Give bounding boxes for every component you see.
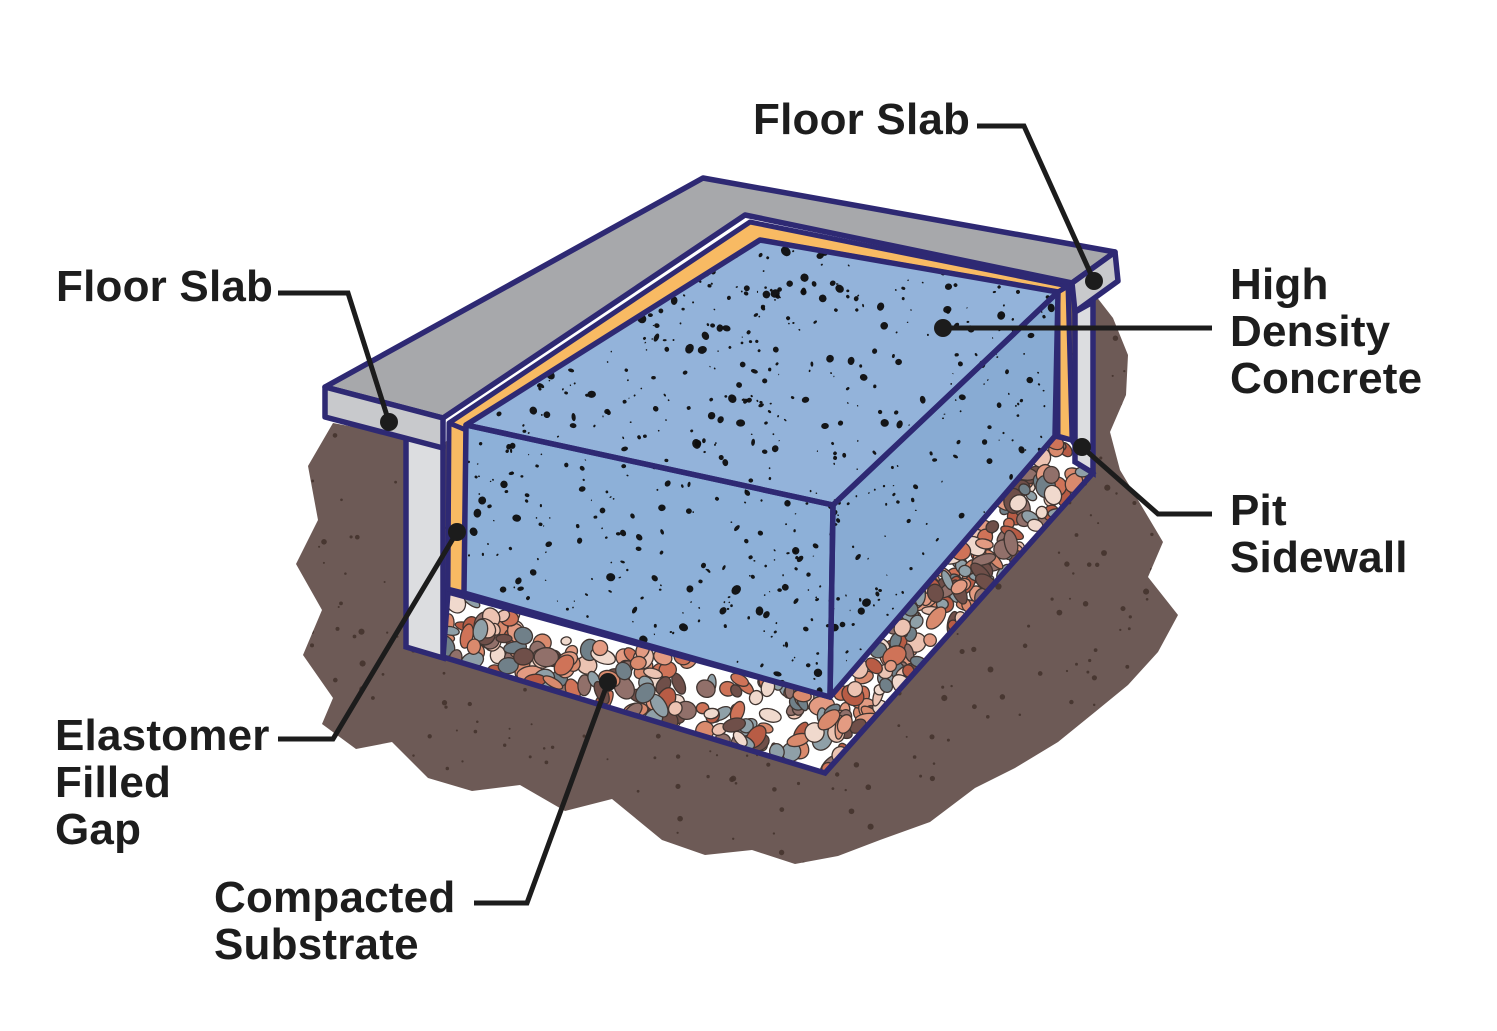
label-floor-slab-left: Floor Slab [56,263,273,310]
label-line: Gap [55,805,142,854]
label-line: Pit [1230,486,1287,535]
leader-dot-pit-sidewall [1073,438,1091,456]
leader-floor-slab-top [977,123,1097,283]
label-elastomer-filled-gap: Elastomer Filled Gap [55,712,270,853]
label-line: Elastomer [55,711,270,760]
label-line: Floor Slab [753,95,971,144]
leader-elastomer-filled-gap [278,530,460,742]
leader-pit-sidewall [1080,445,1212,517]
label-line: Floor Slab [56,262,274,311]
label-line: High [1230,260,1329,309]
leader-dot-elastomer-filled-gap [448,523,466,541]
label-line: Density [1230,307,1391,356]
pit-sidewall-left [403,433,446,662]
leader-floor-slab-left [278,290,392,423]
label-line: Compacted [214,873,456,922]
leader-dot-floor-slab-left [380,413,398,431]
label-line: Substrate [214,920,419,969]
label-high-density-concrete: High Density Concrete [1230,261,1422,402]
leader-dot-compacted-substrate [599,673,617,691]
label-line: Filled [55,758,172,807]
leader-compacted-substrate [474,681,611,906]
label-line: Sidewall [1230,533,1408,582]
label-line: Concrete [1230,354,1423,403]
label-compacted-substrate: Compacted Substrate [214,874,455,968]
leader-dot-floor-slab-top [1085,272,1103,290]
label-floor-slab-top: Floor Slab [753,96,970,143]
leader-dot-high-density-concrete [934,319,952,337]
label-pit-sidewall: Pit Sidewall [1230,487,1408,581]
leader-lines [278,123,1212,906]
leader-dots [380,272,1103,691]
